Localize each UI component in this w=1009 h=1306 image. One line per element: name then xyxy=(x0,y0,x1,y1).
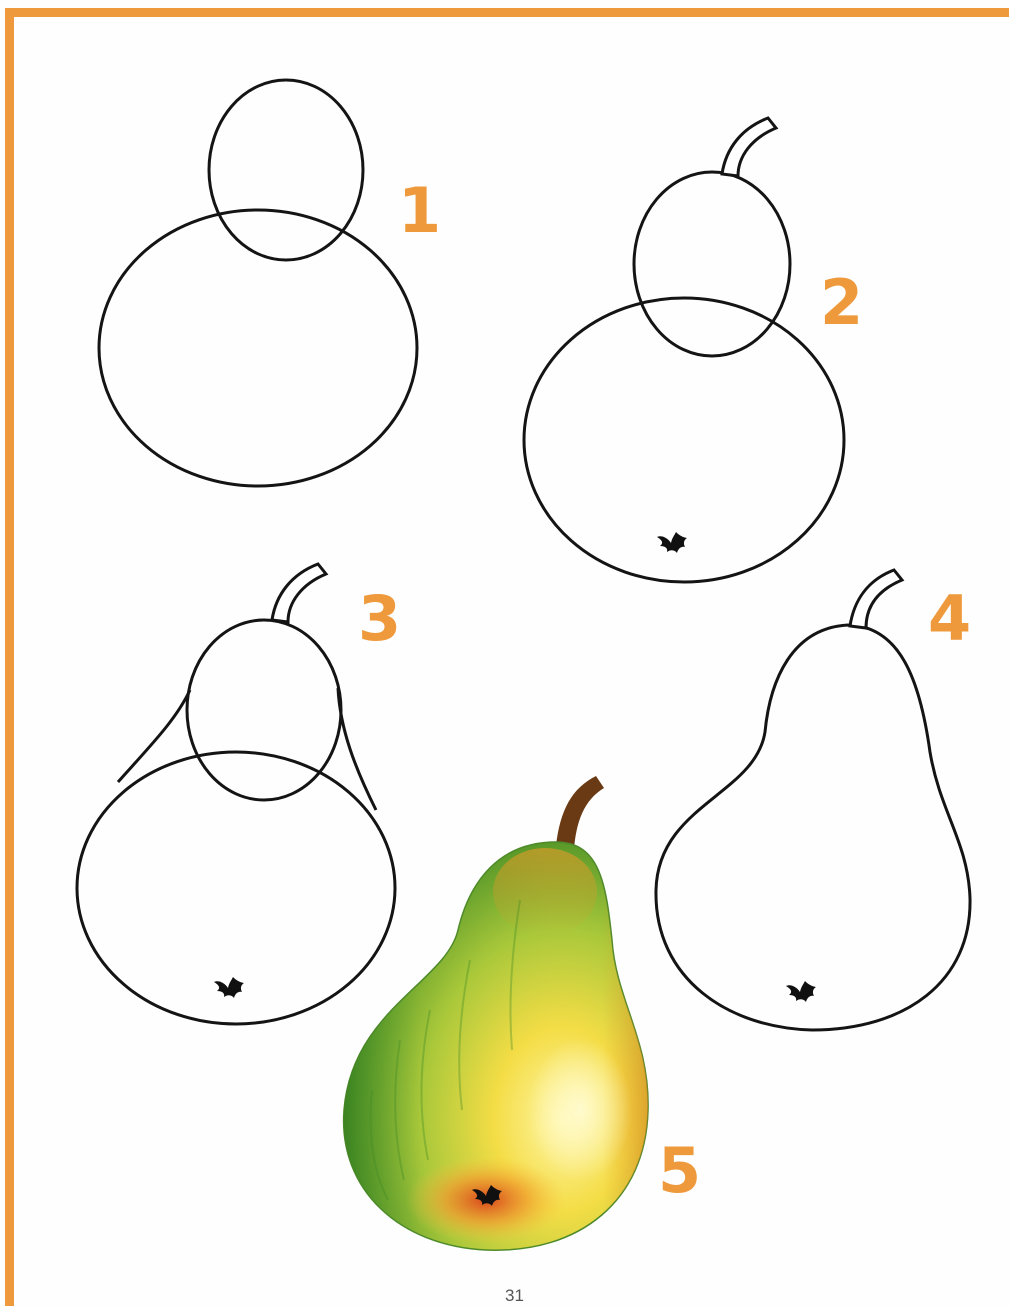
colored-pear-stem xyxy=(556,776,604,850)
colored-pear-top-shading xyxy=(493,848,597,936)
step-4-calyx xyxy=(786,981,816,1002)
step-number-1: 1 xyxy=(398,180,441,242)
step-1-body-circle xyxy=(99,210,417,486)
step-number-4: 4 xyxy=(928,588,971,650)
step-5-colored-pear xyxy=(344,776,648,1250)
step-number-2: 2 xyxy=(820,272,863,334)
step-3-right-tangent xyxy=(338,688,376,810)
step-2-stem xyxy=(722,118,776,176)
step-number-5: 5 xyxy=(658,1140,701,1202)
step-1-head-circle xyxy=(209,80,363,260)
step-2-calyx xyxy=(657,532,687,553)
step-4-stem xyxy=(850,570,902,628)
step-4-pear-outline xyxy=(656,625,970,1030)
step-number-3: 3 xyxy=(358,588,401,650)
step-3-stem xyxy=(272,564,326,622)
step-2-sketch xyxy=(524,118,844,582)
step-3-left-tangent xyxy=(118,690,190,782)
step-1-sketch xyxy=(99,80,417,486)
step-3-sketch xyxy=(77,564,395,1024)
step-4-sketch xyxy=(656,570,970,1030)
step-3-calyx xyxy=(214,977,244,998)
step-2-head-circle xyxy=(634,172,790,356)
colored-pear-highlight xyxy=(528,1038,632,1182)
page-number: 31 xyxy=(505,1286,524,1306)
